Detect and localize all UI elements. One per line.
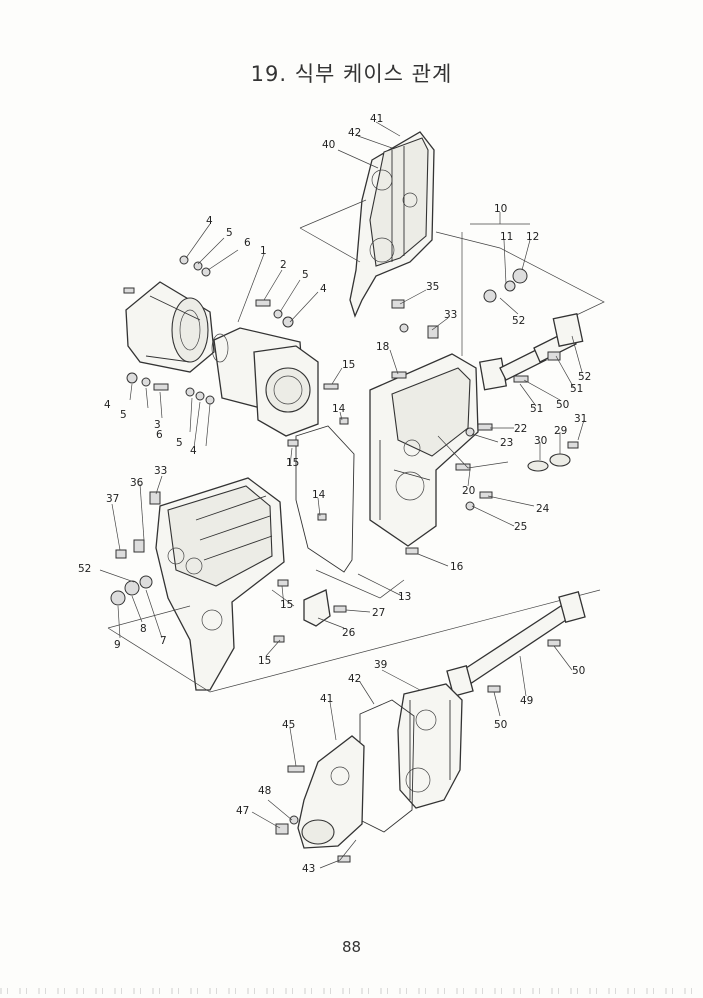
callout-33b: 33 <box>154 465 167 477</box>
callout-20: 20 <box>462 485 475 497</box>
rear-case-cover-top <box>349 131 435 318</box>
callout-5b: 5 <box>302 269 309 281</box>
callout-15a: 15 <box>342 359 355 371</box>
callout-47: 47 <box>236 805 249 817</box>
small-flange-plates <box>527 441 579 472</box>
callout-52c: 52 <box>78 563 91 575</box>
callout-49: 49 <box>520 695 533 707</box>
callout-51a: 51 <box>570 383 583 395</box>
input-tube-cover <box>125 281 215 373</box>
callout-33a: 33 <box>444 309 457 321</box>
callout-24: 24 <box>536 503 550 515</box>
transmission-case-center <box>369 353 479 547</box>
callout-7: 7 <box>160 635 167 647</box>
hardware-right-center <box>287 299 493 555</box>
hardware-nuts-washers <box>123 255 339 405</box>
callout-30: 30 <box>534 435 547 447</box>
callout-23: 23 <box>500 437 513 449</box>
callout-4c: 4 <box>104 399 111 411</box>
callout-50b: 50 <box>572 665 585 677</box>
callout-35: 35 <box>426 281 439 293</box>
gasket-13 <box>295 425 355 573</box>
callout-13: 13 <box>398 591 411 603</box>
callout-4a: 4 <box>206 215 213 227</box>
callout-50a: 50 <box>556 399 569 411</box>
callout-18: 18 <box>376 341 389 353</box>
callout-15b: 15 <box>286 457 299 469</box>
page-title: 19. 식부 케이스 관계 <box>250 62 453 86</box>
bracket-26 <box>303 589 347 627</box>
callout-16: 16 <box>450 561 464 573</box>
rear-case-cover-bottom-41 <box>275 735 365 863</box>
callout-14a: 14 <box>332 403 346 415</box>
callout-50c: 50 <box>494 719 507 731</box>
callout-37: 37 <box>106 493 119 505</box>
callout-14b: 14 <box>312 489 326 501</box>
transmission-case-1 <box>211 327 319 437</box>
transmission-case-lower-left <box>155 477 285 691</box>
callout-9: 9 <box>114 639 121 651</box>
callout-6a: 6 <box>244 237 251 249</box>
callout-39: 39 <box>374 659 387 671</box>
callout-41a: 41 <box>370 113 383 125</box>
callout-22: 22 <box>514 423 527 435</box>
callout-5d: 5 <box>176 437 183 449</box>
callout-52a: 52 <box>512 315 525 327</box>
callout-leaders <box>99 121 585 869</box>
callout-41b: 41 <box>320 693 333 705</box>
callout-52b: 52 <box>578 371 591 383</box>
callout-40: 40 <box>322 139 335 151</box>
callout-45: 45 <box>282 719 295 731</box>
callout-25: 25 <box>514 521 527 533</box>
callout-31: 31 <box>574 413 587 425</box>
callout-2: 2 <box>280 259 287 271</box>
callout-42b: 42 <box>348 673 361 685</box>
callout-4d: 4 <box>190 445 197 457</box>
hardware-lower-left <box>110 491 289 643</box>
scan-edge-artifact <box>0 988 703 994</box>
callout-12: 12 <box>526 231 539 243</box>
callout-29: 29 <box>554 425 567 437</box>
callout-4b: 4 <box>320 283 327 295</box>
page-number: 88 <box>341 938 362 956</box>
callout-1: 1 <box>260 245 267 257</box>
callout-42a: 42 <box>348 127 361 139</box>
callout-5a: 5 <box>226 227 233 239</box>
callout-8: 8 <box>140 623 147 635</box>
callout-36: 36 <box>130 477 144 489</box>
shaft-assembly-right <box>478 268 584 391</box>
callout-48: 48 <box>258 785 271 797</box>
callout-51b: 51 <box>530 403 543 415</box>
callout-11: 11 <box>500 231 513 243</box>
callout-27: 27 <box>372 607 385 619</box>
callout-5c: 5 <box>120 409 127 421</box>
callout-3: 3 <box>154 419 161 431</box>
callout-labels: 1 2 3 4 4 4 4 5 5 5 5 6 6 7 8 9 10 11 12… <box>78 113 591 875</box>
callout-6b: 6 <box>156 429 163 441</box>
callout-15c: 15 <box>280 599 293 611</box>
drive-shaft-pipe-49 <box>446 591 586 697</box>
callout-10: 10 <box>494 203 507 215</box>
callout-43: 43 <box>302 863 315 875</box>
callout-15d: 15 <box>258 655 271 667</box>
callout-26: 26 <box>342 627 356 639</box>
rear-case-cover-bottom-39 <box>397 683 463 809</box>
